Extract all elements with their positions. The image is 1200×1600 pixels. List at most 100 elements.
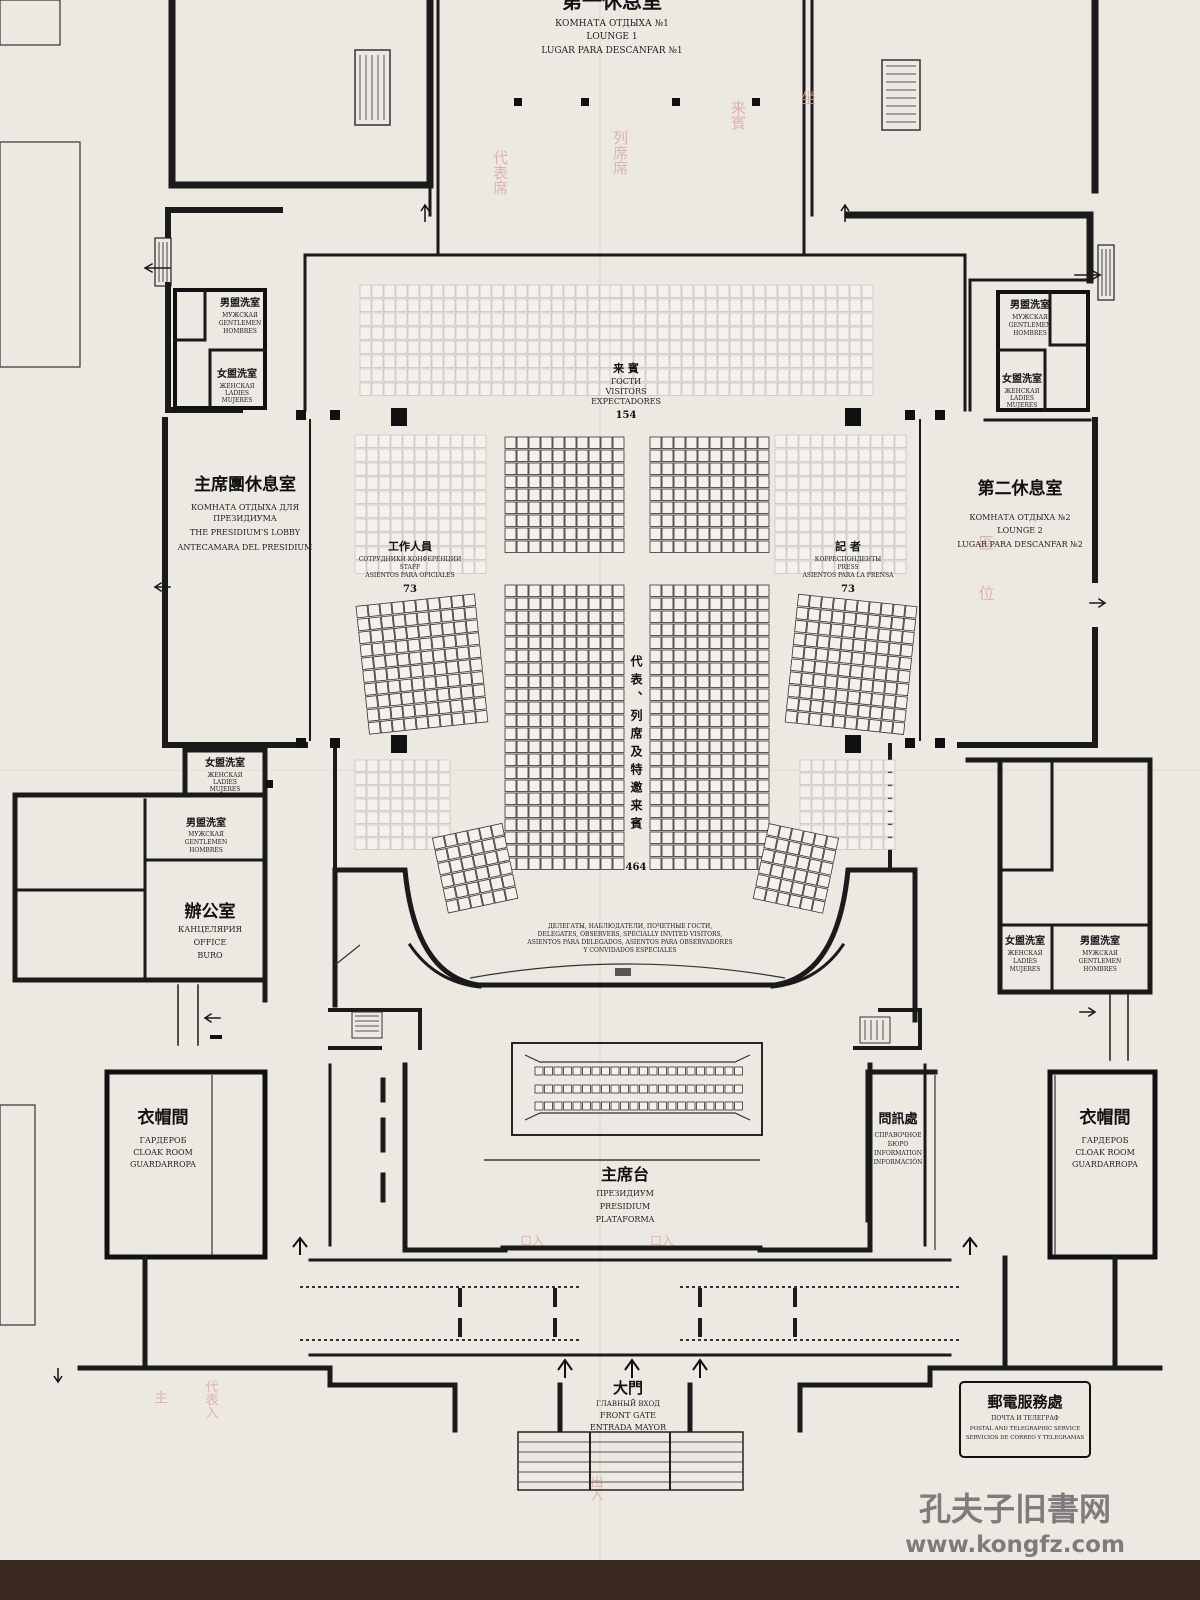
- press-en: PRESS: [837, 564, 858, 571]
- svg-text:МУЖСКАЯ: МУЖСКАЯ: [1012, 314, 1048, 321]
- svg-text:LUGAR PARA DESCANFAR №2: LUGAR PARA DESCANFAR №2: [957, 540, 1083, 549]
- delegates-en: DELEGATES, OBSERVERS, SPECIALLY INVITED …: [538, 931, 723, 938]
- svg-text:區: 區: [976, 535, 995, 551]
- delegates-ru: ДЕЛЕГАТЫ, НАБЛЮДАТЕЛИ, ПОЧЕТНЫЕ ГОСТИ,: [548, 923, 712, 930]
- svg-text:ПРЕЗИДИУМ: ПРЕЗИДИУМ: [596, 1189, 654, 1198]
- watermark-url: www.kongfz.com: [905, 1532, 1125, 1558]
- women-toilet-label-ll: 女盥洗室: [205, 756, 245, 769]
- svg-text:INFORMACIÓN: INFORMACIÓN: [874, 1158, 923, 1166]
- post-office-title: 郵電服務處: [987, 1393, 1063, 1411]
- staff-en: STAFF: [400, 564, 420, 571]
- seating-blocks: [354, 284, 918, 914]
- svg-text:GENTLEMEN: GENTLEMEN: [185, 839, 228, 846]
- presidium-lobby-title: 主席團休息室: [194, 474, 296, 495]
- svg-text:口入: 口入: [520, 1234, 544, 1248]
- lounge-1-title: 第一休息室: [562, 0, 662, 13]
- svg-text:ЖЕНСКАЯ: ЖЕНСКАЯ: [1008, 950, 1043, 957]
- svg-text:MUJERES: MUJERES: [210, 786, 241, 793]
- staff-es: ASIENTOS PARA OFICIALES: [364, 572, 454, 579]
- staff-label: 工作人員: [388, 539, 432, 553]
- svg-text:代表席: 代表席: [491, 150, 509, 195]
- visitors-balcony-seats-right: [609, 284, 874, 396]
- svg-text:LADIES: LADIES: [1013, 958, 1037, 965]
- svg-text:HOMBRES: HOMBRES: [1013, 330, 1047, 337]
- press-label: 記 者: [835, 539, 861, 553]
- press-es: ASIENTOS PARA LA PRENSA: [802, 572, 894, 579]
- svg-text:КОМНАТА ОТДЫХА ДЛЯ: КОМНАТА ОТДЫХА ДЛЯ: [191, 503, 300, 512]
- svg-text:列席席: 列席席: [611, 130, 629, 175]
- delegates-label: 代表、列席及特邀来賓: [629, 654, 643, 835]
- hall-walls: [162, 207, 1098, 872]
- lounge-1-en: LOUNGE 1: [586, 32, 637, 42]
- svg-text:МУЖСКАЯ: МУЖСКАЯ: [1082, 950, 1118, 957]
- toilets-upper-left: 男盥洗室 МУЖСКАЯ GENTLEMEN HOMBRES 女盥洗室 ЖЕНС…: [173, 288, 267, 410]
- visitors-en: VISITORS: [605, 387, 647, 396]
- svg-text:ГАРДЕРОБ: ГАРДЕРОБ: [140, 1136, 187, 1145]
- svg-text:CLOAK ROOM: CLOAK ROOM: [1075, 1148, 1135, 1157]
- svg-text:БЮРО: БЮРО: [888, 1141, 909, 1148]
- svg-text:GENTLEMEN: GENTLEMEN: [1079, 958, 1122, 965]
- svg-text:LADIES: LADIES: [213, 779, 237, 786]
- svg-text:ЖЕНСКАЯ: ЖЕНСКАЯ: [208, 772, 243, 779]
- svg-text:PRESIDIUM: PRESIDIUM: [600, 1202, 650, 1211]
- toilets-upper-right: 男盥洗室 МУЖСКАЯ GENTLEMEN HOMBRES 女盥洗室 ЖЕНС…: [996, 290, 1090, 412]
- svg-text:来賓: 来賓: [729, 100, 747, 130]
- delegates-es1: ASIENTOS PARA DELEGADOS, ASIENTOS PARA O…: [526, 939, 732, 946]
- visitors-label: 来 賓: [612, 361, 639, 375]
- lower-right-faint: [799, 759, 896, 850]
- svg-text:ГЛАВНЫЙ ВХОД: ГЛАВНЫЙ ВХОД: [596, 1399, 660, 1408]
- svg-text:ГАРДЕРОБ: ГАРДЕРОБ: [1082, 1136, 1129, 1145]
- press-count: 73: [841, 584, 855, 595]
- men-toilet-label-ll: 男盥洗室: [186, 816, 226, 829]
- watermark: 孔夫子旧書网 www.kongfz.com: [905, 1490, 1125, 1558]
- fan-right-seats: [752, 823, 840, 914]
- svg-text:口入: 口入: [650, 1234, 674, 1248]
- lounge-1-ru: КОМНАТА ОТДЫХА №1: [555, 19, 669, 29]
- svg-text:LOUNGE 2: LOUNGE 2: [997, 526, 1042, 535]
- svg-text:MUJERES: MUJERES: [222, 397, 253, 404]
- cloak-right-title: 衣帽間: [1080, 1107, 1131, 1128]
- press-ru: КОРРЕСПОНДЕНТЫ: [815, 556, 881, 563]
- front-gate-title: 大門: [613, 1379, 643, 1397]
- svg-text:GENTLEMEN: GENTLEMEN: [1009, 322, 1052, 329]
- delegates-count: 464: [626, 862, 647, 873]
- svg-text:GUARDARROPA: GUARDARROPA: [130, 1160, 196, 1169]
- women-toilet-label-lr: 女盥洗室: [1005, 934, 1045, 947]
- svg-text:POSTAL AND TELEGRAPHIC SERVICE: POSTAL AND TELEGRAPHIC SERVICE: [970, 1426, 1080, 1432]
- svg-text:ЖЕНСКАЯ: ЖЕНСКАЯ: [220, 383, 255, 390]
- svg-text:ENTRADA MAYOR: ENTRADA MAYOR: [590, 1423, 667, 1432]
- cloak-room-right: 衣帽間 ГАРДЕРОБ CLOAK ROOM GUARDARROPA: [1047, 1069, 1158, 1260]
- press-seats: [784, 593, 918, 735]
- svg-text:КОМНАТА ОТДЫХА №2: КОМНАТА ОТДЫХА №2: [969, 513, 1070, 522]
- women-toilet-label-ur: 女盥洗室: [1002, 372, 1042, 385]
- table-edge: [0, 1560, 1200, 1600]
- lounge-1-area: 第一休息室 КОМНАТА ОТДЫХА №1 LOUNGE 1 LUGAR P…: [168, 0, 1099, 284]
- svg-text:HOMBRES: HOMBRES: [223, 328, 257, 335]
- entrance-lobby: [53, 1236, 1163, 1433]
- side-right-faint: [774, 434, 907, 574]
- svg-text:GUARDARROPA: GUARDARROPA: [1072, 1160, 1138, 1169]
- visitors-es: EXPECTADORES: [591, 397, 661, 406]
- visitors-ru: ГОСТИ: [611, 377, 641, 386]
- svg-text:ЖЕНСКАЯ: ЖЕНСКАЯ: [1005, 388, 1040, 395]
- men-toilet-label-lr: 男盥洗室: [1080, 934, 1120, 947]
- svg-text:THE PRESIDIUM'S LOBBY: THE PRESIDIUM'S LOBBY: [190, 528, 301, 537]
- staff-ru: СОТРУДНИКИ КОНФЕРЕНЦИИ: [359, 556, 462, 563]
- svg-text:MUJERES: MUJERES: [1007, 402, 1038, 409]
- svg-text:LADIES: LADIES: [1010, 395, 1034, 402]
- svg-text:坐: 坐: [799, 90, 817, 105]
- info-desk: 問訊處 СПРАВОЧНОЕ БЮРО INFORMATION INFORMAC…: [865, 1069, 938, 1250]
- upper-right-seats: [649, 436, 770, 553]
- delegates-right-seats: [649, 584, 770, 870]
- svg-text:CLOAK ROOM: CLOAK ROOM: [133, 1148, 193, 1157]
- pillars: [296, 408, 945, 753]
- svg-text:FRONT GATE: FRONT GATE: [600, 1411, 656, 1420]
- right-lower-rooms: 女盥洗室 ЖЕНСКАЯ LADIES MUJERES 男盥洗室 МУЖСКАЯ…: [965, 757, 1153, 1061]
- cloak-left-title: 衣帽間: [138, 1107, 189, 1128]
- svg-text:PLATAFORMA: PLATAFORMA: [596, 1215, 655, 1224]
- left-margin-room: [0, 141, 81, 368]
- entrance-steps: [517, 1431, 744, 1491]
- staff-seats: [355, 593, 489, 735]
- svg-text:HOMBRES: HOMBRES: [1083, 966, 1117, 973]
- staff-count: 73: [403, 584, 417, 595]
